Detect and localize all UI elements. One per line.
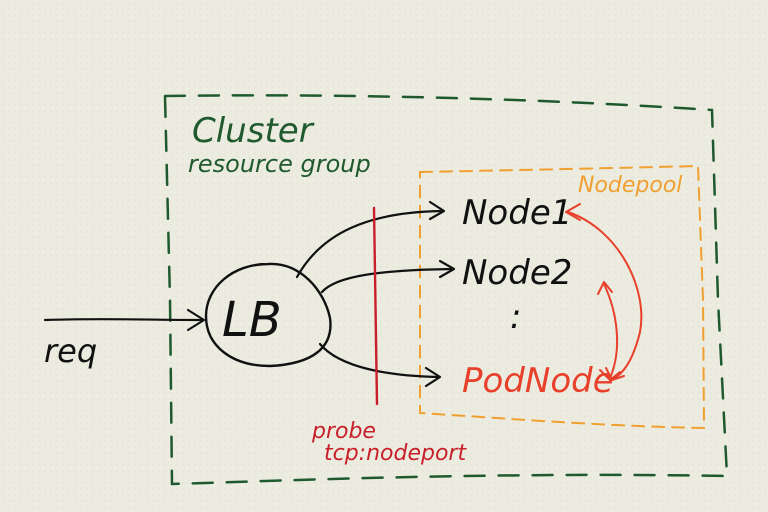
- arrow-to-node2-head: [438, 259, 456, 279]
- request-arrow-head: [186, 308, 206, 332]
- podnode-to-node1-arrow: [567, 211, 643, 381]
- request-label: req: [44, 332, 97, 370]
- cluster-title: Cluster: [192, 111, 315, 151]
- load-balancer-label: LB: [222, 292, 282, 348]
- request-arrow: [43, 318, 204, 322]
- podnode-to-node1-arrow-head: [565, 203, 581, 221]
- probe-label-line1: probe: [311, 419, 376, 444]
- podnode-to-node2-arrow-tail: [599, 369, 621, 381]
- node1-label: Node1: [462, 193, 572, 233]
- cluster-subtitle: resource group: [188, 150, 371, 178]
- arrow-to-node1-head: [428, 200, 446, 221]
- node2-label: Node2: [462, 253, 572, 293]
- podnode-to-node1-arrow-tail: [605, 367, 625, 381]
- probe-label-line2: tcp:nodeport: [324, 441, 467, 466]
- podnode-label: PodNode: [462, 361, 614, 401]
- podnode-to-node2-arrow: [603, 283, 619, 379]
- probe-line: [372, 206, 379, 406]
- arrow-to-podnode: [318, 342, 440, 379]
- node-ellipsis: :: [510, 297, 521, 337]
- arrow-to-node2: [320, 267, 454, 294]
- podnode-to-node2-arrow-head: [597, 281, 613, 295]
- arrow-to-node1: [295, 209, 444, 279]
- nodepool-boundary: [419, 164, 706, 430]
- arrow-to-podnode-head: [424, 366, 442, 388]
- nodepool-label: Nodepool: [578, 173, 682, 198]
- load-balancer-shape: [204, 262, 332, 368]
